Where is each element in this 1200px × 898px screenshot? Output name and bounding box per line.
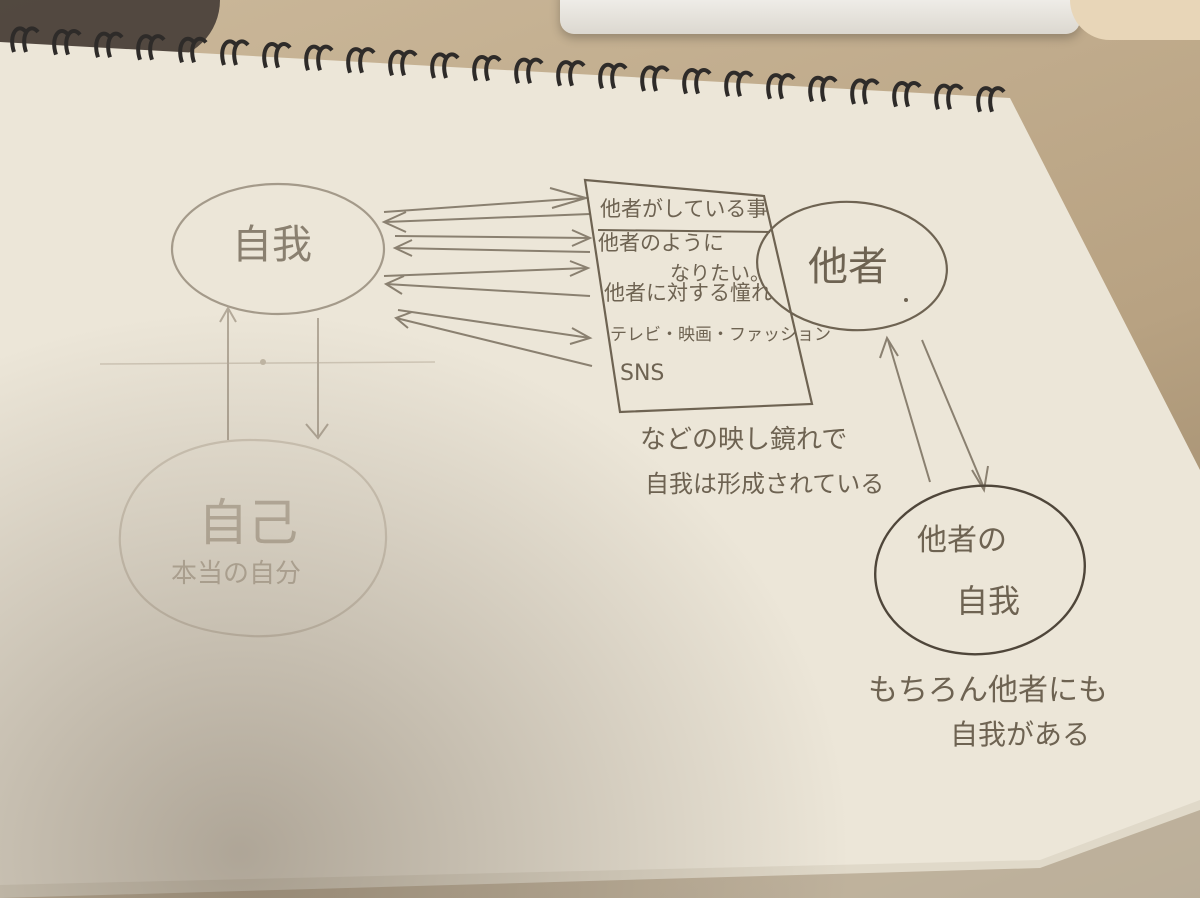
spiral-ring xyxy=(472,55,502,82)
mirror-item-4: 他者に対する憧れ xyxy=(604,281,772,305)
arrow-other-to-othersego-head xyxy=(971,465,989,493)
arrow-ego-to-self-head xyxy=(305,423,329,440)
mirror-item-2: 他者のように xyxy=(598,231,724,255)
arrow-1-head xyxy=(549,187,590,209)
spiral-ring xyxy=(850,78,880,105)
self-circle xyxy=(118,438,388,638)
arrow-5 xyxy=(383,267,589,277)
spiral-ring xyxy=(934,83,964,110)
spiral-ring xyxy=(976,86,1006,113)
paper-edge xyxy=(0,800,1200,898)
other-ego-label-2: 自我 xyxy=(956,582,1020,620)
white-device xyxy=(560,0,1080,34)
spiral-ring xyxy=(388,49,418,77)
spiral-ring xyxy=(514,57,544,84)
arrow-6-head xyxy=(383,275,405,295)
paper-sheet xyxy=(0,42,1200,898)
spiral-ring xyxy=(682,68,712,95)
other-circle xyxy=(756,200,948,332)
spiral-ring xyxy=(430,52,460,79)
spiral-ring xyxy=(178,36,208,64)
arrow-1 xyxy=(383,197,586,213)
arrow-3 xyxy=(394,235,591,239)
arrow-7 xyxy=(397,309,591,339)
arrow-3-head xyxy=(571,229,593,247)
spiral-ring xyxy=(346,47,376,74)
spiral-ring xyxy=(892,81,922,108)
other-dot xyxy=(904,298,908,302)
spiral-ring xyxy=(598,62,628,90)
ego-circle xyxy=(170,182,386,316)
arrow-othersego-to-other-head xyxy=(879,335,899,359)
mirror-caption-1: などの映し鏡れで xyxy=(640,425,847,455)
spiral-binding xyxy=(10,26,1006,113)
mirror-caption-2: 自我は形成されている xyxy=(645,470,884,498)
arrow-2-head xyxy=(381,211,407,233)
spiral-ring xyxy=(724,70,754,97)
self-sub-label: 本当の自分 xyxy=(171,559,301,589)
arrow-5-head xyxy=(569,260,591,277)
mirror-item-6: SNS xyxy=(620,361,664,386)
spiral-ring xyxy=(10,26,40,53)
arrow-8 xyxy=(395,317,593,367)
other-note-2: 自我がある xyxy=(950,718,1090,751)
spiral-ring xyxy=(220,39,250,66)
mirror-box-divider xyxy=(597,229,771,233)
arrow-7-head xyxy=(569,327,593,345)
cloth xyxy=(1070,0,1200,40)
divider-line xyxy=(99,361,436,365)
self-label: 自己 xyxy=(198,494,298,552)
spiral-ring xyxy=(52,29,82,56)
other-label: 他者 xyxy=(808,244,888,290)
arrow-4-head xyxy=(392,239,413,257)
ego-mirror-arrows xyxy=(381,187,593,367)
arrow-8-head xyxy=(394,311,413,329)
other-ego-circle xyxy=(874,484,1086,656)
mirror-item-5: テレビ・映画・ファッション xyxy=(610,325,831,345)
spiral-ring xyxy=(556,60,586,87)
spiral-ring xyxy=(304,44,334,71)
arrow-self-to-ego-head xyxy=(219,305,237,323)
mirror-item-3: なりたい。 xyxy=(670,261,770,285)
divider-dot xyxy=(260,359,266,365)
spiral-ring xyxy=(262,42,292,69)
spiral-ring xyxy=(766,73,796,100)
arrow-other-to-othersego xyxy=(921,339,985,489)
other-ego-label-1: 他者の xyxy=(917,523,1007,558)
spiral-ring xyxy=(136,34,166,61)
ego-label: 自我 xyxy=(232,222,312,268)
mirror-item-1: 他者がしている事 xyxy=(600,197,767,221)
arrow-othersego-to-other xyxy=(887,339,931,483)
other-note-1: もちろん他者にも xyxy=(868,673,1108,708)
arrow-6 xyxy=(385,283,591,297)
mirror-box xyxy=(583,178,814,414)
arrow-2 xyxy=(384,213,591,223)
arrow-4 xyxy=(394,247,591,253)
spiral-ring xyxy=(808,75,838,103)
spiral-ring xyxy=(640,65,670,92)
spiral-ring xyxy=(94,31,124,58)
